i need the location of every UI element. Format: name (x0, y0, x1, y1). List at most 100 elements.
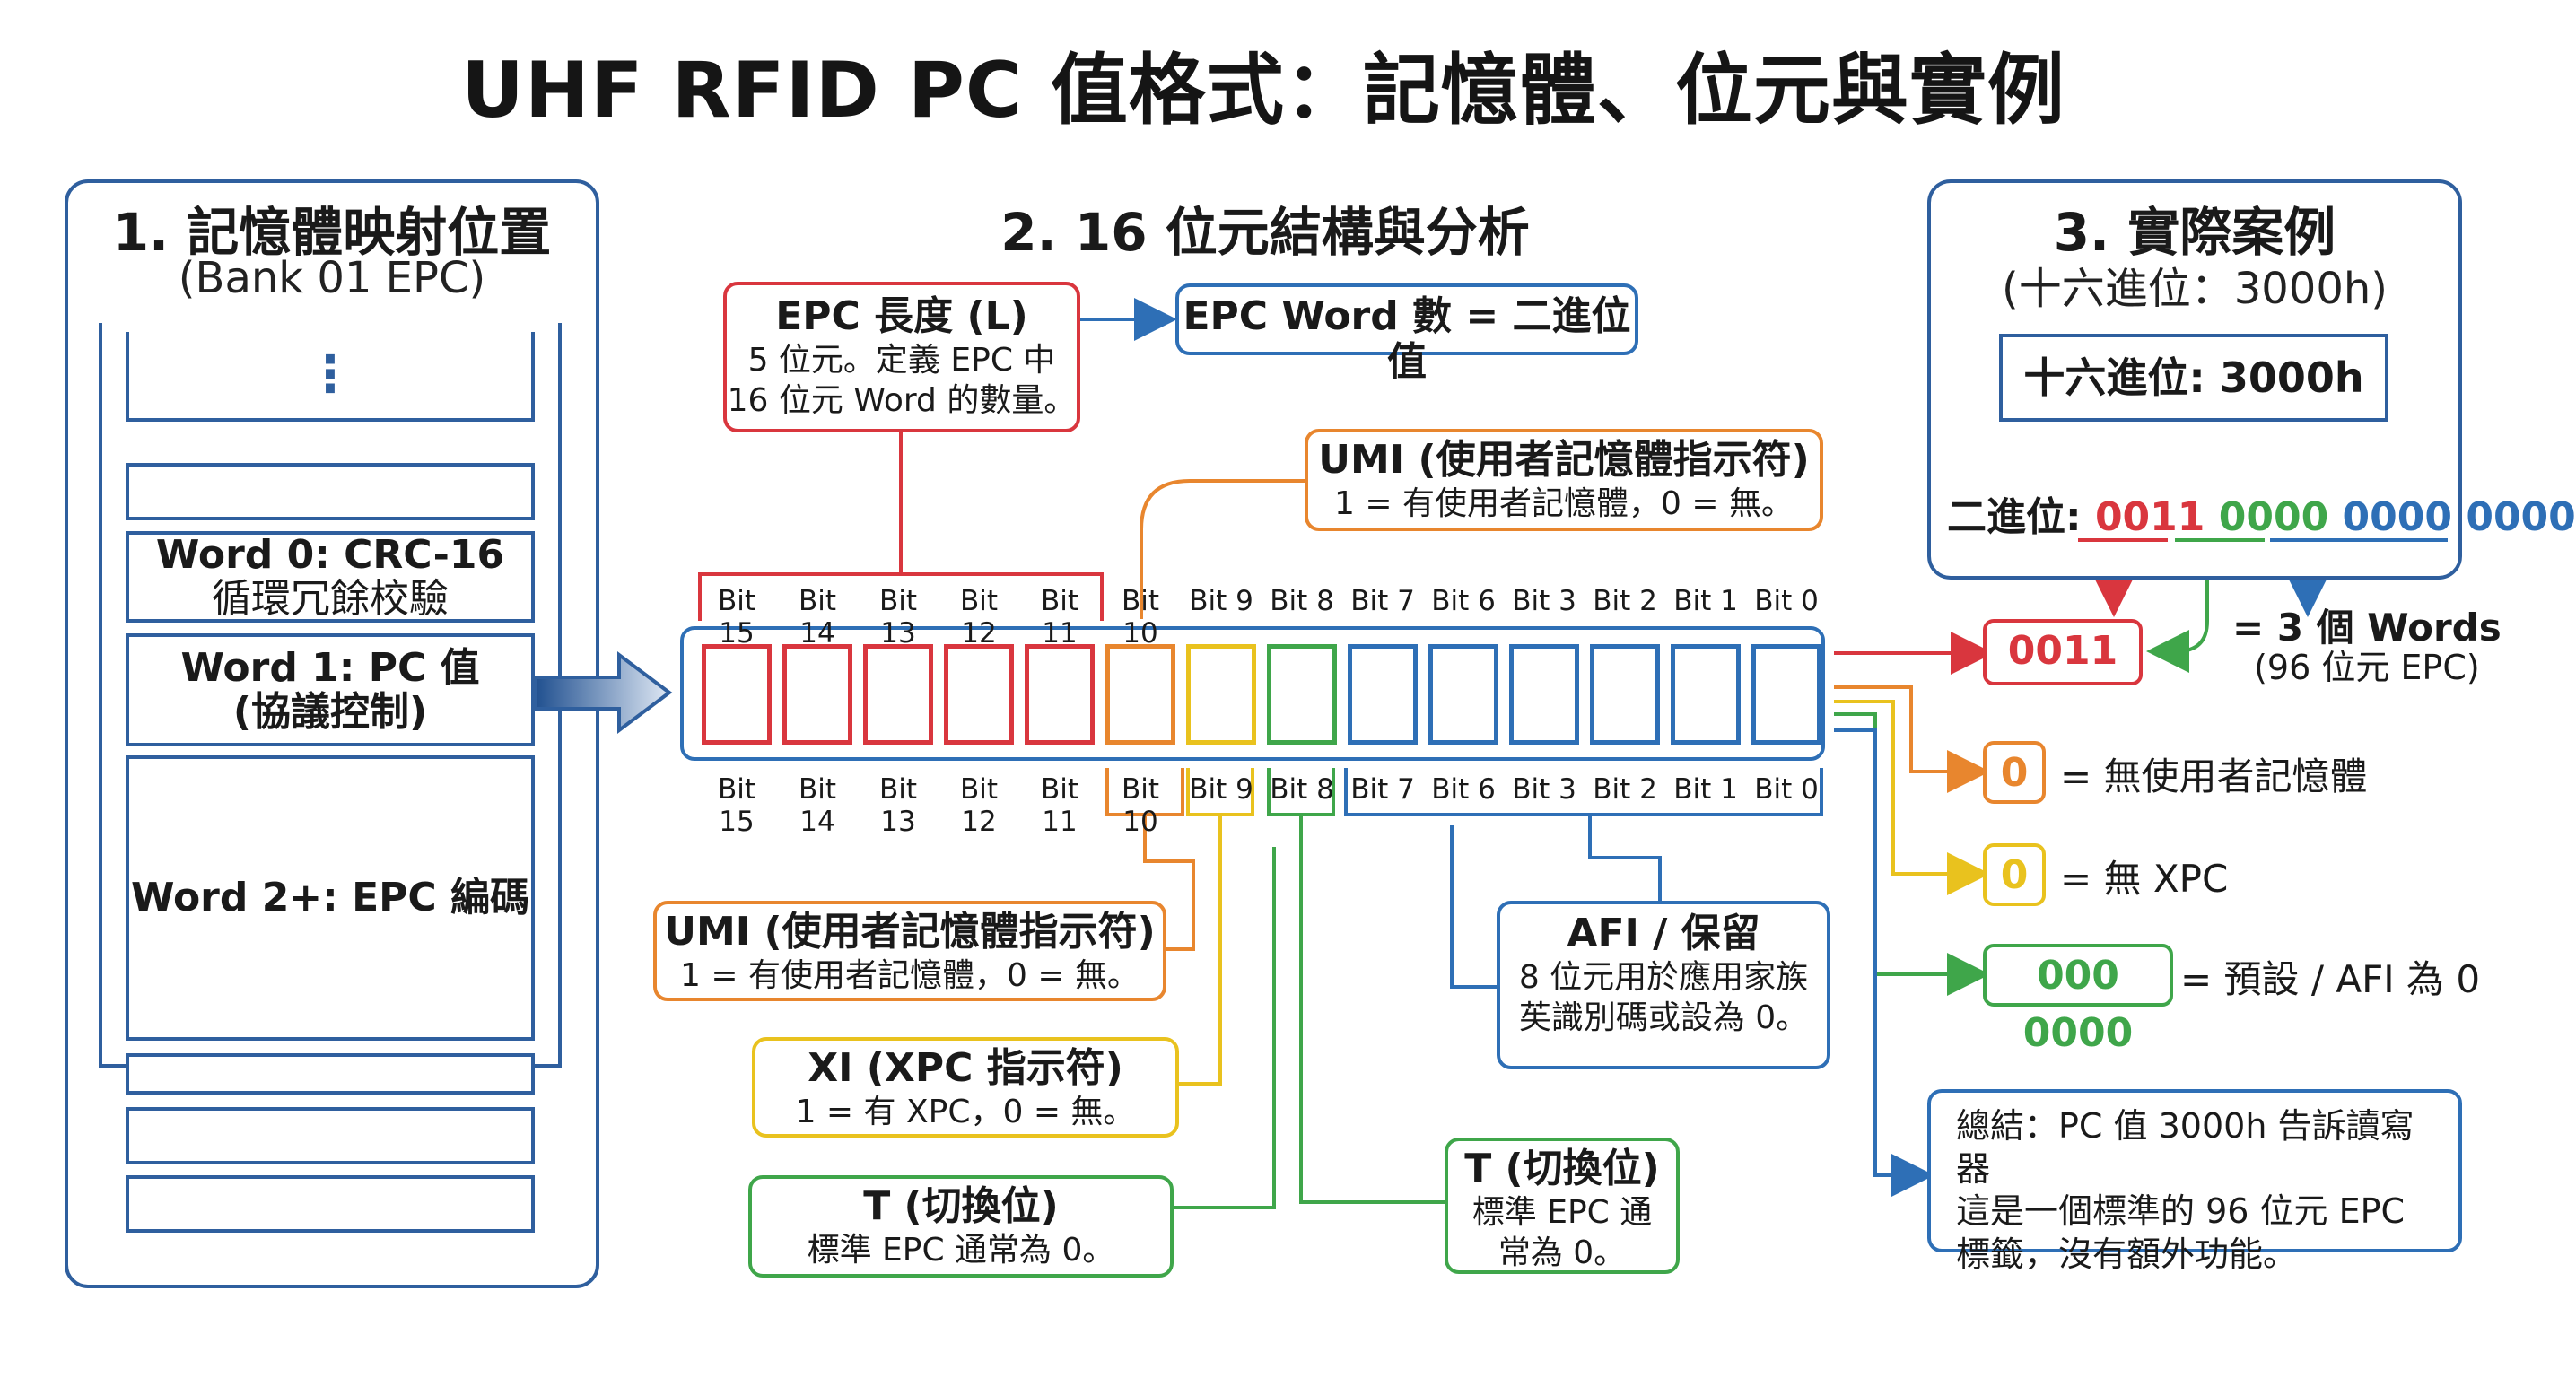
bit-cell (1348, 644, 1418, 745)
result-umi-text: = 無使用者記憶體 (2060, 754, 2368, 798)
bit-cell (1186, 644, 1256, 745)
bit-cell (1671, 644, 1741, 745)
word2-label: Word 2+: EPC 編碼 (130, 875, 530, 921)
toggle-mid-title: T (切換位) (1464, 1146, 1660, 1191)
bit-label-top: Bit 2 (1593, 585, 1657, 617)
bit-cell (944, 644, 1014, 745)
bit-cell (1105, 644, 1175, 745)
bit-label-bottom: Bit 8 (1270, 773, 1334, 806)
memory-box-lower2 (126, 1107, 535, 1164)
toggle-mid-body-2: 常為 0。 (1498, 1234, 1627, 1271)
example-panel (1927, 179, 2462, 580)
bit-label-top: Bit 15 (717, 585, 756, 650)
binary-underline-red (2078, 538, 2168, 542)
result-words-line1: = 3 個 Words (2232, 606, 2502, 650)
epc-word-count-text: EPC Word 數 = 二進位值 (1183, 293, 1631, 385)
result-xi-box: 0 (1983, 843, 2046, 906)
bit-label-top: Bit 7 (1350, 585, 1415, 617)
bit-cell (1590, 644, 1660, 745)
memory-word0: Word 0: CRC-16 循環冗餘校驗 (126, 531, 535, 623)
bit-label-bottom: Bit 1 (1673, 773, 1738, 806)
result-afi-text: = 預設 / AFI 為 0 (2180, 957, 2481, 1001)
toggle-left-title: T (切換位) (863, 1183, 1059, 1229)
bit-label-top: Bit 1 (1673, 585, 1738, 617)
example-subtitle: (十六進位：3000h) (2001, 264, 2388, 314)
xi-callout: XI (XPC 指示符) 1 = 有 XPC，0 = 無。 (752, 1037, 1179, 1138)
binary-group-3: 0000 (2342, 494, 2452, 540)
bit-label-bottom: Bit 2 (1593, 773, 1657, 806)
umi-bottom-callout: UMI (使用者記憶體指示符) 1 = 有使用者記憶體，0 = 無。 (653, 901, 1166, 1001)
memory-box-upper: ⋮ (126, 332, 535, 422)
word1-line2: (協議控制) (232, 689, 428, 735)
bit-label-bottom: Bit 12 (959, 773, 999, 838)
bit-cell (1267, 644, 1337, 745)
result-words-line2: (96 位元 EPC) (2254, 648, 2480, 688)
epc-length-callout: EPC 長度 (L) 5 位元。定義 EPC 中 16 位元 Word 的數量。 (723, 282, 1080, 432)
bit-label-top: Bit 14 (798, 585, 837, 650)
epc-length-body-2: 16 位元 Word 的數量。 (727, 381, 1077, 419)
afi-body-1: 8 位元用於應用家族 (1518, 958, 1809, 996)
memory-word1: Word 1: PC 值 (協議控制) (126, 633, 535, 746)
bit-label-top: Bit 3 (1512, 585, 1576, 617)
word1-line1: Word 1: PC 值 (180, 644, 480, 691)
bit-cell (1509, 644, 1579, 745)
bit-label-top: Bit 13 (878, 585, 918, 650)
binary-group-4: 0000 (2466, 494, 2576, 540)
toggle-mid-callout: T (切換位) 標準 EPC 通 常為 0。 (1445, 1138, 1680, 1274)
epc-word-count-box: EPC Word 數 = 二進位值 (1175, 283, 1638, 384)
umi-top-callout: UMI (使用者記憶體指示符) 1 = 有使用者記憶體，0 = 無。 (1305, 429, 1823, 531)
word0-line2: 循環冗餘校驗 (212, 576, 449, 622)
xi-body: 1 = 有 XPC，0 = 無。 (795, 1093, 1136, 1130)
bit-label-bottom: Bit 14 (798, 773, 837, 838)
memory-box-lower1 (126, 1053, 535, 1095)
bit-label-top: Bit 8 (1270, 585, 1334, 617)
binary-group-2: 0000 (2218, 494, 2329, 540)
umi-top-body: 1 = 有使用者記憶體，0 = 無。 (1334, 484, 1794, 522)
bit-label-top: Bit 11 (1040, 585, 1079, 650)
afi-title: AFI / 保留 (1567, 911, 1760, 956)
memory-word2: Word 2+: EPC 編碼 (126, 755, 535, 1041)
bit-label-top: Bit 9 (1189, 585, 1253, 617)
binary-group-1: 0011 (2094, 494, 2205, 540)
bit-label-top: Bit 6 (1431, 585, 1496, 617)
page-title: UHF RFID PC 值格式：記憶體、位元與實例 (461, 46, 2065, 135)
epc-length-body-1: 5 位元。定義 EPC 中 (747, 341, 1056, 379)
memory-map-title: 1. 記憶體映射位置 (112, 202, 552, 263)
result-length-box: 0011 (1983, 619, 2143, 685)
bit-cell (1025, 644, 1095, 745)
bit-label-bottom: Bit 7 (1350, 773, 1415, 806)
bit-label-bottom: Bit 3 (1512, 773, 1576, 806)
xi-title: XI (XPC 指示符) (808, 1045, 1123, 1091)
bit-label-top: Bit 10 (1121, 585, 1160, 650)
summary-line-2: 這是一個標準的 96 位元 EPC (1956, 1191, 2406, 1231)
memory-box-spacer (126, 463, 535, 520)
bit-label-bottom: Bit 10 (1121, 773, 1160, 838)
hex-box: 十六進位: 3000h (1999, 334, 2388, 422)
binary-label: 二進位: (1947, 494, 2082, 540)
bit-cell (782, 644, 852, 745)
memory-map-subtitle: (Bank 01 EPC) (178, 253, 486, 303)
ellipsis-icon: ⋮ (305, 344, 355, 404)
result-umi-box: 0 (1983, 741, 2046, 804)
umi-bottom-body: 1 = 有使用者記憶體，0 = 無。 (680, 956, 1140, 994)
toggle-left-body: 標準 EPC 通常為 0。 (807, 1231, 1115, 1269)
bit-label-top: Bit 0 (1754, 585, 1819, 617)
bit-label-bottom: Bit 0 (1754, 773, 1819, 806)
bit-label-bottom: Bit 15 (717, 773, 756, 838)
memory-box-lower3 (126, 1175, 535, 1233)
summary-box: 總結：PC 值 3000h 告訴讀寫器 這是一個標準的 96 位元 EPC 標籤… (1927, 1089, 2462, 1274)
bit-register-frame (680, 626, 1825, 761)
bit-cell (1751, 644, 1821, 745)
result-xi-text: = 無 XPC (2060, 857, 2229, 901)
word0-line1: Word 0: CRC-16 (155, 531, 505, 578)
umi-top-title: UMI (使用者記憶體指示符) (1318, 437, 1810, 483)
bit-cell (702, 644, 772, 745)
bit-label-bottom: Bit 9 (1189, 773, 1253, 806)
big-arrow-icon (533, 651, 673, 734)
bit-structure-title: 2. 16 位元結構與分析 (1000, 202, 1530, 263)
result-afi-box: 000 0000 (1983, 944, 2173, 1056)
summary-line-3: 標籤，沒有額外功能。 (1956, 1234, 2298, 1274)
epc-length-title: EPC 長度 (L) (775, 293, 1028, 339)
binary-underline-green (2175, 538, 2265, 542)
